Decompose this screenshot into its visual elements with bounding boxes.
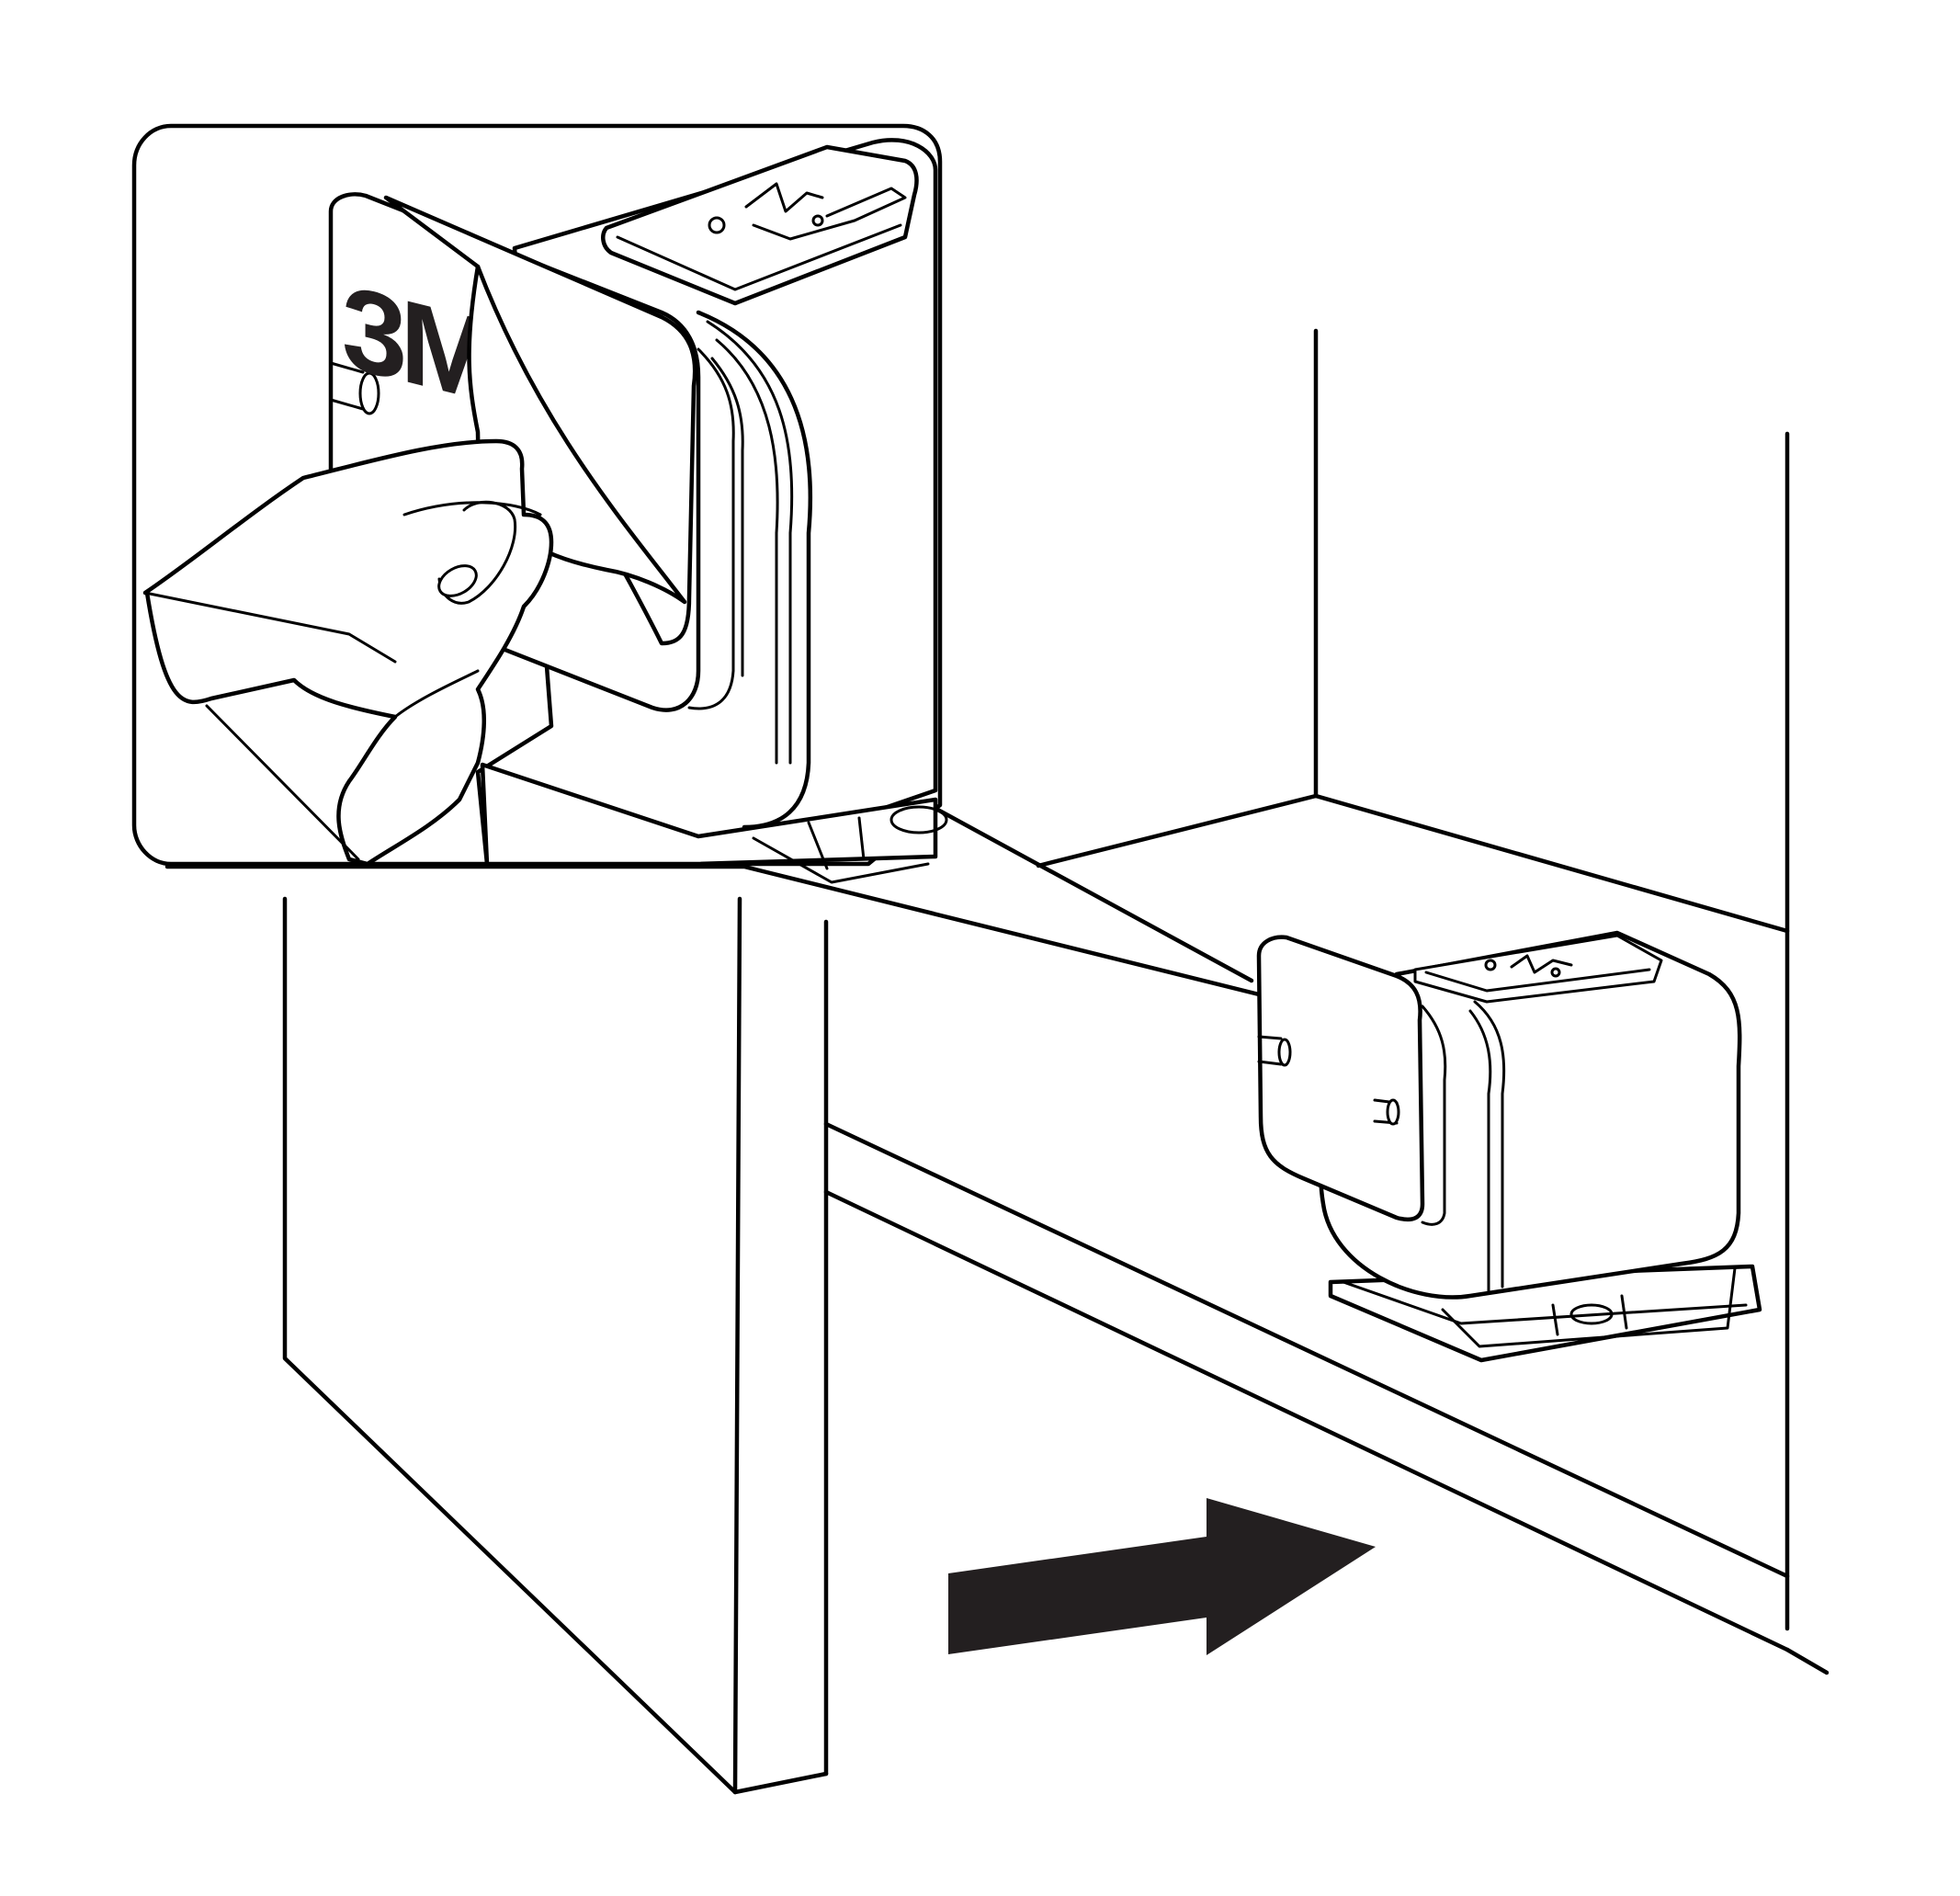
detail-inset: 3M [131,123,948,884]
mounting-block-icon [1256,930,1762,1363]
push-arrow-icon [948,1498,1376,1655]
cabinet-icon [164,328,1830,1795]
hand-icon [142,438,554,867]
